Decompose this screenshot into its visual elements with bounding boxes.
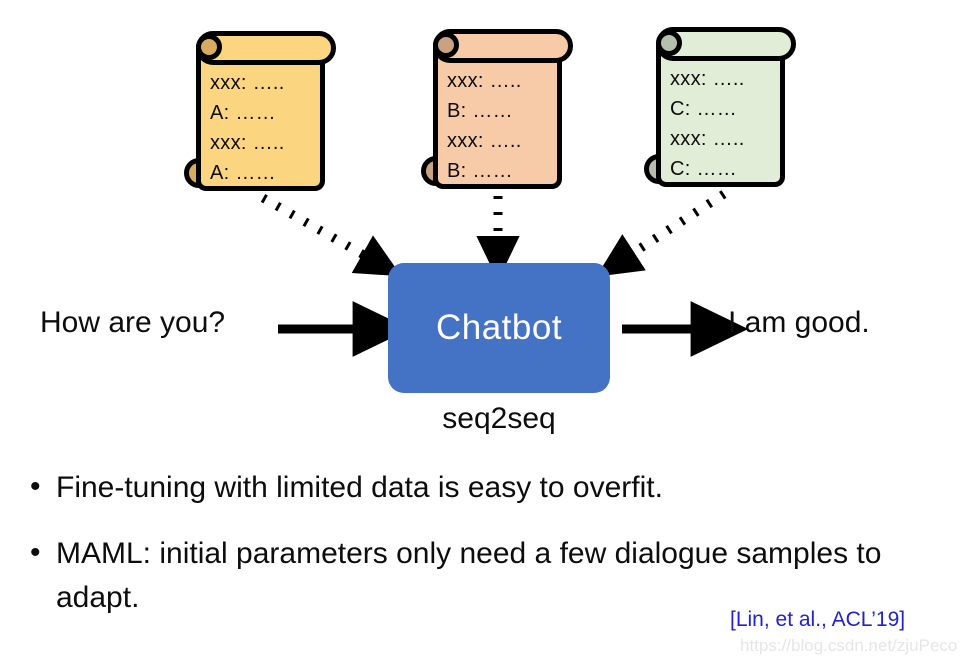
model-caption: seq2seq <box>442 402 556 435</box>
bullet-marker-icon: • <box>30 536 41 569</box>
dashed-arrow-from-scroll-c <box>596 190 727 277</box>
scroll-body <box>433 44 562 189</box>
chatbot-box: Chatbot <box>388 263 610 393</box>
scroll-top-knob-icon <box>656 30 682 56</box>
scroll-task-b: xxx: ….. B: …… xxx: ….. B: …… <box>421 26 573 191</box>
scroll-task-a: xxx: ….. A: …… xxx: ….. A: …… <box>184 28 336 193</box>
bullet-list: • Fine-tuning with limited data is easy … <box>30 466 930 642</box>
scroll-top-knob-icon <box>196 34 222 60</box>
dashed-arrow-from-scroll-a <box>260 194 402 277</box>
citation-reference: [Lin, et al., ACL’19] <box>730 608 906 631</box>
bullet-text: MAML: initial parameters only need a few… <box>56 537 882 614</box>
scroll-line: B: …… <box>447 100 513 122</box>
bullet-marker-icon: • <box>30 470 41 503</box>
scroll-line: xxx: ….. <box>670 68 745 90</box>
scroll-line: C: …… <box>670 98 738 120</box>
scroll-line: xxx: ….. <box>210 72 285 94</box>
scroll-line: B: …… <box>447 160 513 182</box>
scroll-line: xxx: ….. <box>447 70 522 92</box>
scroll-body <box>196 46 325 191</box>
scroll-task-c: xxx: ….. C: …… xxx: ….. C: …… <box>644 24 796 189</box>
list-item: • Fine-tuning with limited data is easy … <box>30 466 930 510</box>
output-utterance-text: I am good. <box>728 306 870 339</box>
list-item: • MAML: initial parameters only need a f… <box>30 532 930 620</box>
scroll-line: xxx: ….. <box>210 132 285 154</box>
scroll-top-knob-icon <box>433 32 459 58</box>
scroll-line: xxx: ….. <box>670 128 745 150</box>
scroll-line: C: …… <box>670 158 738 180</box>
scroll-line: A: …… <box>210 102 276 124</box>
scroll-line: A: …… <box>210 162 276 184</box>
scroll-text-lines: xxx: ….. A: …… xxx: ….. A: …… <box>210 68 325 188</box>
input-utterance-text: How are you? <box>40 306 226 339</box>
bullet-text: Fine-tuning with limited data is easy to… <box>56 471 663 504</box>
scroll-text-lines: xxx: ….. B: …… xxx: ….. B: …… <box>447 66 562 186</box>
scroll-line: xxx: ….. <box>447 130 522 152</box>
watermark-text: https://blog.csdn.net/zjuPeco <box>740 636 958 655</box>
scroll-top-curl-icon <box>433 29 573 63</box>
chatbot-label: Chatbot <box>435 308 563 347</box>
scroll-text-lines: xxx: ….. C: …… xxx: ….. C: …… <box>670 64 785 184</box>
